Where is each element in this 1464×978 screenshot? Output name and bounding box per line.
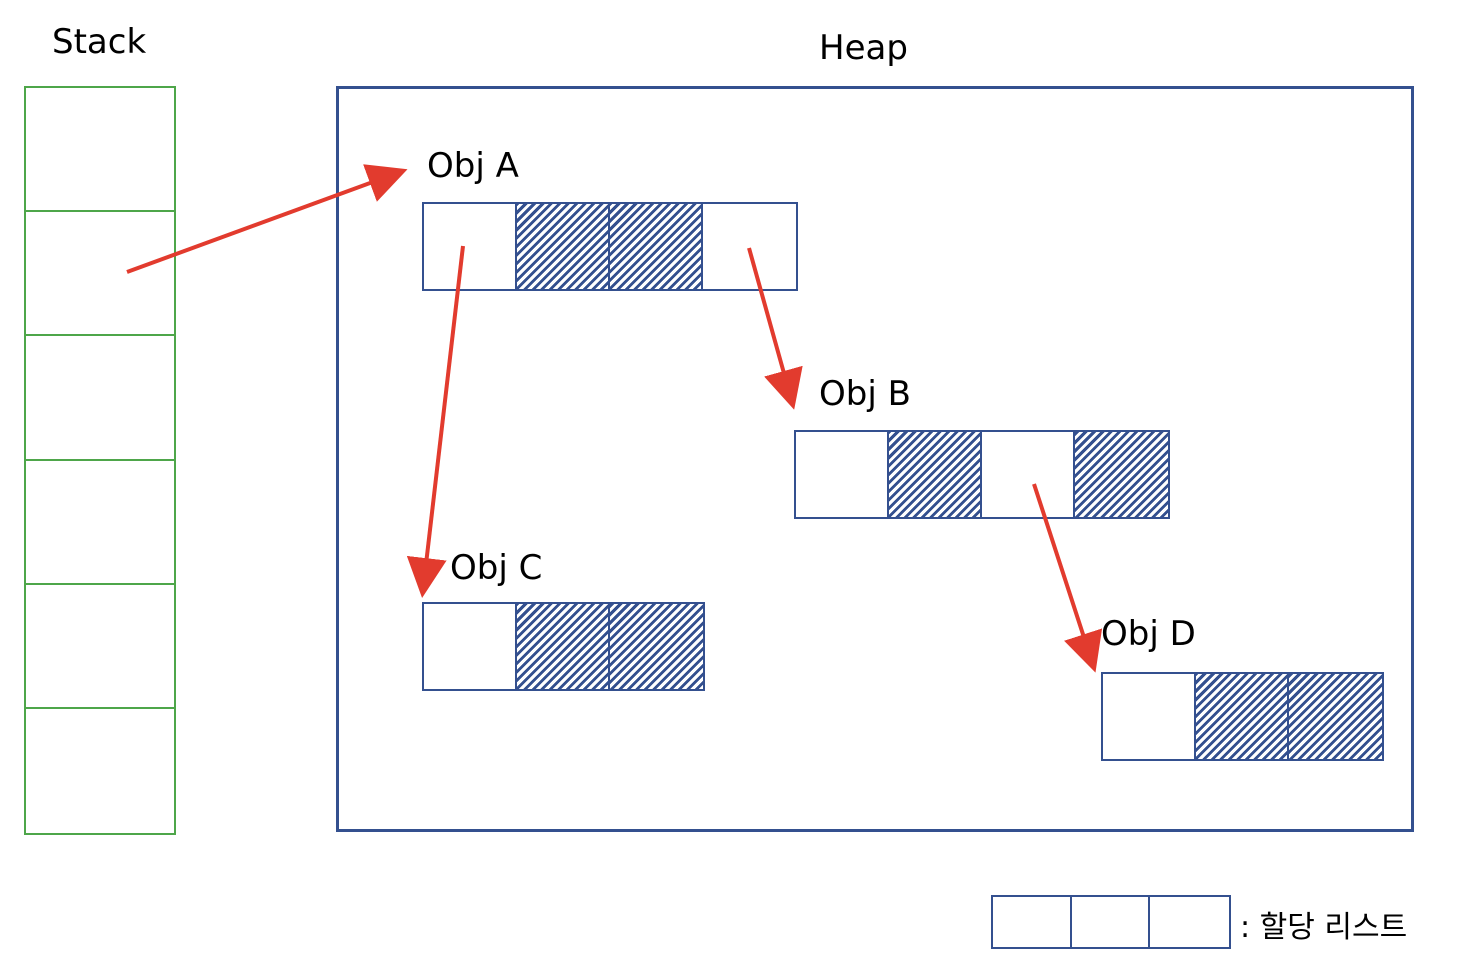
obj-d-label: Obj D [1101,614,1196,654]
stack-slot [26,709,174,833]
obj-b-cell-hatched [889,432,982,517]
obj-a-box [422,202,798,291]
obj-a-cell-empty [703,204,796,289]
stack-column [24,86,176,835]
stack-slot [26,212,174,337]
obj-c-cell-hatched [610,604,703,689]
obj-b-box [794,430,1170,519]
obj-d-cell-hatched [1196,674,1289,759]
stack-slot [26,461,174,585]
stack-slot [26,585,174,709]
legend-allocation-list [991,895,1231,949]
legend-cell [993,897,1072,947]
obj-a-cell-hatched [517,204,610,289]
heap-title: Heap [819,28,908,68]
obj-d-cell-empty [1103,674,1196,759]
obj-c-box [422,602,705,691]
stack-slot [26,336,174,461]
obj-d-cell-hatched [1289,674,1382,759]
legend-cell [1071,897,1150,947]
obj-a-cell-empty [424,204,517,289]
obj-a-label: Obj A [427,146,519,186]
obj-d-box [1101,672,1384,761]
obj-b-cell-hatched [1075,432,1168,517]
heap-area [336,86,1414,832]
stack-title: Stack [52,22,147,62]
legend-cell [1150,897,1229,947]
obj-b-cell-empty [796,432,889,517]
obj-c-cell-hatched [517,604,610,689]
obj-b-label: Obj B [819,374,911,414]
obj-a-cell-hatched [610,204,703,289]
stack-slot [26,88,174,213]
legend-label: : 할당 리스트 [1240,910,1408,945]
obj-c-label: Obj C [450,548,543,588]
obj-b-cell-empty [982,432,1075,517]
obj-c-cell-empty [424,604,517,689]
